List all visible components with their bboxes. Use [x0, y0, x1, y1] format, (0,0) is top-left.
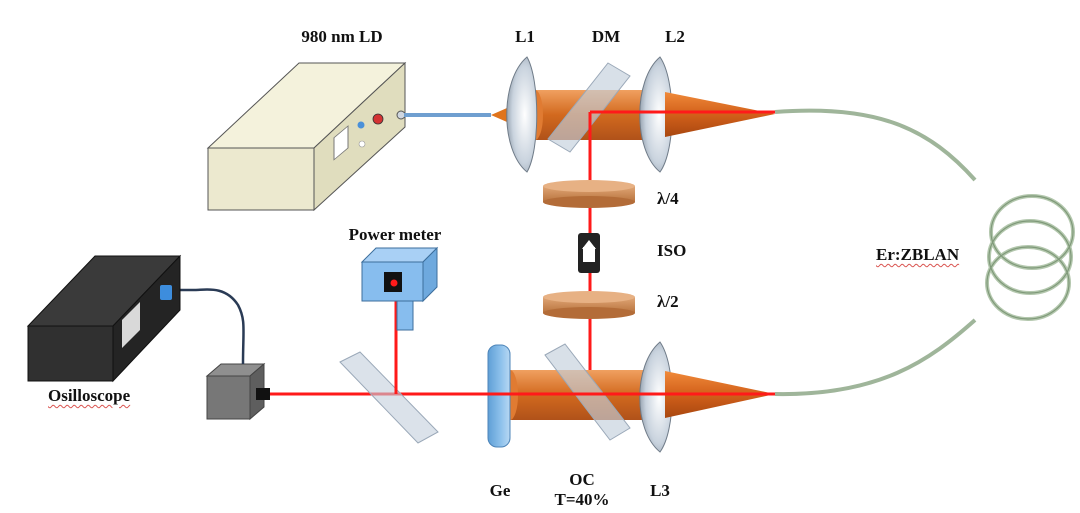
l1-label: L1	[515, 27, 535, 46]
half-wave-label: λ/2	[657, 292, 679, 311]
pump-output-tip	[491, 108, 507, 122]
er-zblan-fiber	[774, 108, 1075, 397]
half-wave-plate	[543, 291, 635, 319]
oscilloscope	[26, 254, 182, 383]
ge-label: Ge	[489, 481, 511, 500]
power-knob-icon	[372, 113, 384, 125]
laser-diode-box	[206, 61, 407, 212]
lens-l2	[639, 56, 673, 173]
ge-window-output-coupler	[487, 344, 511, 448]
isolator	[578, 233, 600, 273]
dichroic-mirror	[547, 62, 631, 153]
ld-label: 980 nm LD	[301, 27, 383, 46]
oc-label: OC T=40%	[554, 470, 609, 511]
dm-label: DM	[591, 27, 621, 46]
quarter-wave-label: λ/4	[657, 189, 679, 208]
lens-l1	[506, 56, 538, 173]
power-meter-label: Power meter	[348, 225, 442, 244]
power-meter	[360, 246, 439, 331]
led-indicator-icon	[357, 121, 365, 129]
iso-label: ISO	[657, 241, 687, 260]
oc-label-line1: OC	[569, 470, 595, 489]
beam-splitter-lower	[544, 343, 631, 441]
oscilloscope-label: Osilloscope	[48, 386, 131, 405]
oc-label-line2: T=40%	[554, 490, 610, 510]
l3-label: L3	[650, 481, 670, 500]
detector	[205, 362, 270, 421]
l2-label: L2	[665, 27, 685, 46]
fiber-label: Er:ZBLAN	[876, 245, 960, 264]
pickoff-window	[339, 351, 439, 444]
detector-cable	[178, 288, 245, 365]
pump-focus-cone-top	[665, 92, 775, 137]
quarter-wave-plate	[543, 180, 635, 208]
